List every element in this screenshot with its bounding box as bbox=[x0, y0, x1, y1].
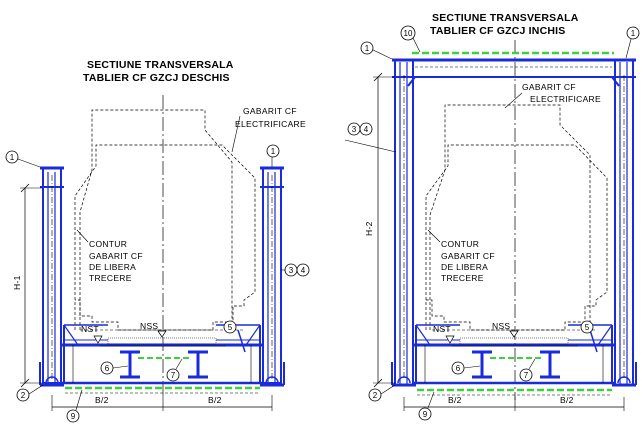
left-gabarit-leader bbox=[231, 115, 241, 153]
right-balloon-1-left: 1 bbox=[360, 41, 393, 60]
right-girder-bearing bbox=[265, 376, 279, 384]
right-nss-marker bbox=[509, 330, 519, 338]
svg-text:3: 3 bbox=[352, 125, 357, 134]
left-h1-tick-bottom bbox=[20, 378, 30, 388]
right-balloon-5: 5 bbox=[580, 320, 594, 334]
right-contur-line4: TRECERE bbox=[441, 273, 484, 283]
left-balloon-7: 7 bbox=[166, 358, 183, 382]
left-b2-right-label: B/2 bbox=[208, 395, 222, 405]
right-nst-label: NST bbox=[433, 324, 451, 334]
svg-text:10: 10 bbox=[404, 29, 413, 38]
right-balloon-3-4: 3 4 bbox=[344, 122, 397, 153]
right-balloon-10: 10 bbox=[400, 25, 421, 53]
right-title-line1: SECTIUNE TRANSVERSALA bbox=[432, 12, 579, 24]
left-cross-section: SECTIUNE TRANSVERSALA TABLIER CF GZCJ DE… bbox=[5, 59, 310, 423]
right-title-line2: TABLIER CF GZCJ INCHIS bbox=[430, 25, 565, 37]
svg-text:9: 9 bbox=[71, 412, 76, 421]
right-contur-gabarit-outline bbox=[425, 144, 608, 331]
svg-text:2: 2 bbox=[21, 391, 26, 400]
left-girder-bearing bbox=[45, 376, 59, 384]
right-bracket-5 bbox=[589, 329, 598, 353]
left-gabarit-electrificare-line2: ELECTRIFICARE bbox=[235, 119, 306, 129]
left-contur-leader bbox=[76, 229, 89, 243]
left-ballast-layer bbox=[107, 337, 217, 345]
svg-text:7: 7 bbox=[524, 371, 529, 380]
right-nst-marker bbox=[445, 335, 455, 344]
left-contur-line3: DE LIBERA bbox=[89, 262, 136, 272]
right-balloon-2: 2 bbox=[368, 384, 396, 402]
svg-text:1: 1 bbox=[271, 147, 276, 156]
left-title-line1: SECTIUNE TRANSVERSALA bbox=[87, 59, 234, 71]
right-contur-leader bbox=[427, 229, 441, 243]
left-balloon-5: 5 bbox=[223, 320, 237, 334]
left-balloon-9: 9 bbox=[66, 389, 83, 423]
right-gusset-right bbox=[597, 324, 613, 346]
left-title-line2: TABLIER CF GZCJ DESCHIS bbox=[83, 72, 230, 84]
right-stringer-right bbox=[540, 350, 560, 379]
svg-text:7: 7 bbox=[171, 371, 176, 380]
right-stringer-left bbox=[472, 350, 492, 379]
svg-text:4: 4 bbox=[301, 266, 306, 275]
right-balloon-7: 7 bbox=[519, 358, 536, 382]
left-balloon-3-4: 3 4 bbox=[281, 263, 310, 277]
svg-text:3: 3 bbox=[289, 266, 294, 275]
left-balloon-2: 2 bbox=[16, 384, 44, 402]
left-gabarit-electrificare-outline bbox=[79, 109, 233, 330]
left-h1-label: H-1 bbox=[12, 275, 22, 290]
svg-text:2: 2 bbox=[373, 391, 378, 400]
left-stringer-left bbox=[120, 350, 140, 379]
right-gabarit-leader bbox=[504, 92, 523, 109]
left-contur-line2: GABARIT CF bbox=[89, 251, 143, 261]
left-gusset bbox=[63, 324, 79, 346]
right-contur-line3: DE LIBERA bbox=[441, 262, 488, 272]
left-balloon-1-right: 1 bbox=[266, 144, 280, 167]
left-nss-marker bbox=[157, 330, 167, 338]
right-gusset bbox=[245, 324, 261, 346]
svg-text:9: 9 bbox=[423, 410, 428, 419]
svg-text:1: 1 bbox=[631, 29, 636, 38]
right-gabarit-electrificare-outline bbox=[429, 104, 591, 330]
left-contur-gabarit-outline bbox=[74, 144, 256, 331]
left-b2-left-label: B/2 bbox=[95, 395, 109, 405]
left-h1-tick-top bbox=[20, 183, 30, 193]
right-girder-left-bearing bbox=[397, 376, 411, 384]
right-gabarit-electrificare-line2: ELECTRIFICARE bbox=[530, 94, 601, 104]
svg-text:5: 5 bbox=[585, 323, 590, 332]
right-b2-left-label: B/2 bbox=[448, 395, 462, 405]
left-stringer-right bbox=[188, 350, 208, 379]
right-gusset-left bbox=[415, 324, 431, 346]
left-contur-line1: CONTUR bbox=[89, 239, 127, 249]
svg-text:1: 1 bbox=[10, 153, 15, 162]
right-h2-tick-top bbox=[373, 72, 383, 82]
svg-text:5: 5 bbox=[228, 323, 233, 332]
left-balloon-6: 6 bbox=[100, 361, 129, 375]
svg-text:4: 4 bbox=[364, 125, 369, 134]
svg-text:1: 1 bbox=[365, 44, 370, 53]
svg-text:6: 6 bbox=[105, 364, 110, 373]
right-b2-right-label: B/2 bbox=[560, 395, 574, 405]
left-balloon-1-left: 1 bbox=[5, 150, 41, 168]
right-balloon-6: 6 bbox=[451, 361, 481, 375]
right-contur-line1: CONTUR bbox=[441, 239, 479, 249]
left-nst-label: NST bbox=[81, 324, 99, 334]
right-girder-right-bearing bbox=[617, 376, 631, 384]
right-balloon-9: 9 bbox=[418, 391, 435, 421]
left-gabarit-electrificare-line1: GABARIT CF bbox=[243, 106, 297, 116]
right-h2-tick-bottom bbox=[373, 378, 383, 388]
left-nst-marker bbox=[93, 335, 103, 344]
svg-text:6: 6 bbox=[456, 364, 461, 373]
left-bracket-5 bbox=[237, 329, 246, 353]
right-cross-section: SECTIUNE TRANSVERSALA TABLIER CF GZCJ IN… bbox=[344, 12, 640, 421]
right-ballast-layer bbox=[459, 337, 569, 345]
right-contur-line2: GABARIT CF bbox=[441, 251, 495, 261]
right-balloon-1-right: 1 bbox=[625, 26, 640, 59]
left-contur-line4: TRECERE bbox=[89, 273, 132, 283]
right-h2-label: H-2 bbox=[364, 221, 374, 236]
left-nss-label: NSS bbox=[140, 321, 158, 331]
right-nss-label: NSS bbox=[492, 321, 510, 331]
right-gabarit-electrificare-line1: GABARIT CF bbox=[522, 82, 576, 92]
